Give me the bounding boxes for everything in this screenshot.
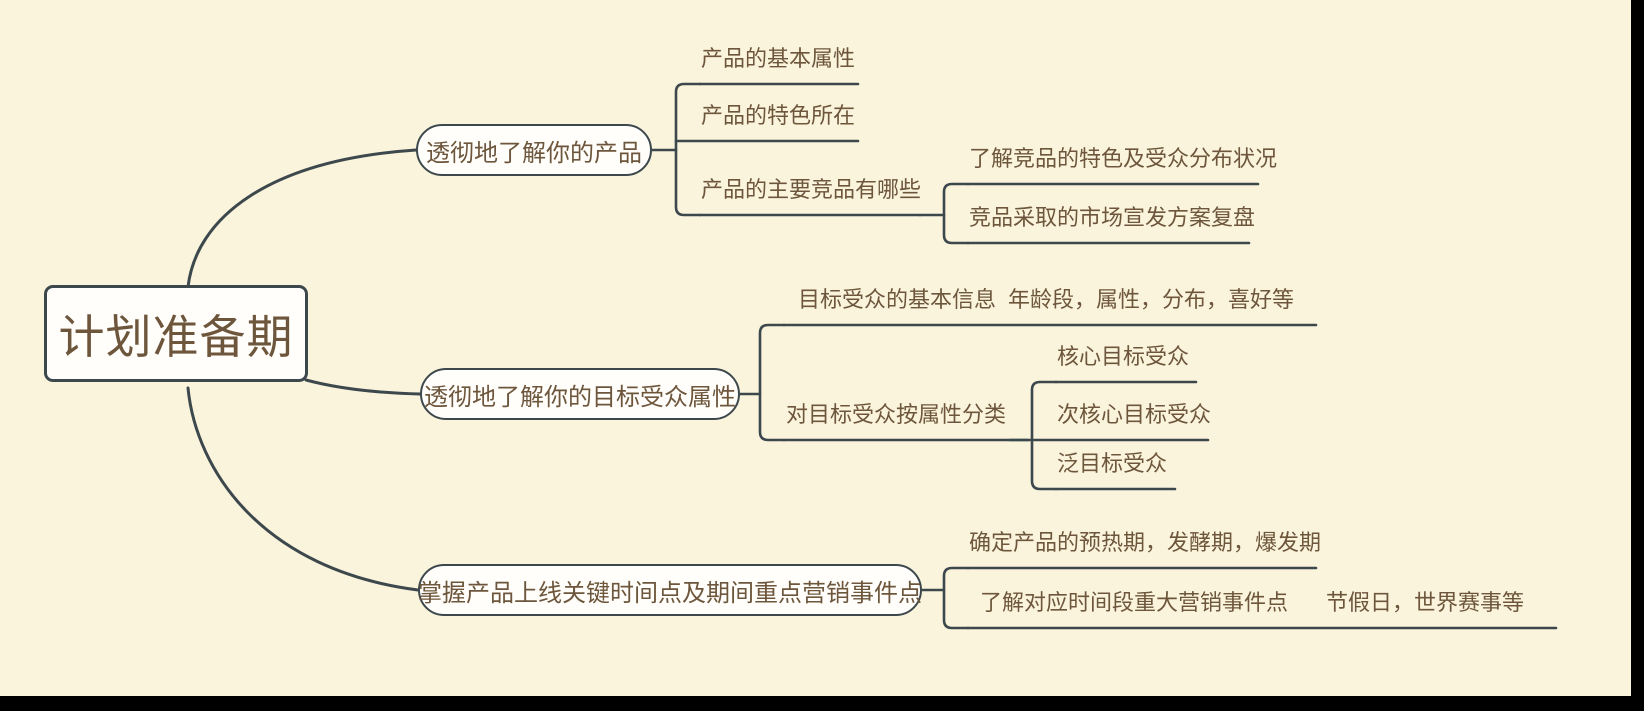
leaf-b3c1[interactable]: 确定产品的预热期，发酵期，爆发期 — [969, 532, 1321, 554]
leaf-b1c2[interactable]: 产品的特色所在 — [701, 105, 855, 127]
branch-node-3[interactable]: 掌握产品上线关键时间点及期间重点营销事件点 — [418, 564, 922, 616]
leaf-b1c3[interactable]: 产品的主要竞品有哪些 — [701, 179, 921, 201]
leaf-b2c1-label: 目标受众的基本信息 — [798, 287, 997, 312]
leaf-b3c2[interactable]: 了解对应时间段重大营销事件点 — [980, 592, 1288, 614]
root-node[interactable]: 计划准备期 — [44, 285, 308, 382]
leaf-b2c2[interactable]: 对目标受众按属性分类 — [786, 404, 1006, 426]
leaf-b1c3g2-label: 竞品采取的市场宣发方案复盘 — [969, 205, 1256, 230]
leaf-b3c1-label: 确定产品的预热期，发酵期，爆发期 — [969, 530, 1322, 555]
leaf-b2c1g1-label: 年龄段，属性，分布，喜好等 — [1008, 287, 1295, 312]
leaf-b2c2-label: 对目标受众按属性分类 — [786, 402, 1007, 427]
leaf-b2c2g2[interactable]: 次核心目标受众 — [1057, 404, 1211, 426]
branch-node-2-label: 透彻地了解你的目标受众属性 — [424, 383, 736, 411]
branch-node-1-label: 透彻地了解你的产品 — [426, 139, 642, 167]
leaf-b2c2g3[interactable]: 泛目标受众 — [1057, 453, 1167, 475]
branch-node-1[interactable]: 透彻地了解你的产品 — [416, 124, 652, 176]
leaf-b1c3g1[interactable]: 了解竞品的特色及受众分布状况 — [969, 148, 1277, 170]
leaf-b3c2g1-label: 节假日，世界赛事等 — [1326, 590, 1525, 615]
leaf-b1c2-label: 产品的特色所在 — [701, 103, 856, 128]
branch-node-3-label: 掌握产品上线关键时间点及期间重点营销事件点 — [418, 579, 922, 607]
leaf-b1c3g2[interactable]: 竞品采取的市场宣发方案复盘 — [969, 207, 1255, 229]
leaf-b3c2g1[interactable]: 节假日，世界赛事等 — [1326, 592, 1524, 614]
leaf-b2c2g3-label: 泛目标受众 — [1057, 451, 1168, 476]
bracket-b2c2 — [1030, 380, 1058, 491]
mindmap-board[interactable]: 计划准备期 透彻地了解你的产品 透彻地了解你的目标受众属性 掌握产品上线关键时间… — [0, 0, 1631, 696]
edge-root-to-branch-2 — [304, 378, 422, 396]
leaf-b1c3-label: 产品的主要竞品有哪些 — [701, 177, 922, 202]
bracket-b3 — [942, 566, 970, 630]
bracket-b1 — [674, 82, 702, 217]
bracket-b2 — [758, 323, 786, 442]
bracket-b1c3 — [942, 182, 970, 245]
branch-node-2[interactable]: 透彻地了解你的目标受众属性 — [420, 368, 740, 420]
leaf-b3c2-label: 了解对应时间段重大营销事件点 — [980, 590, 1289, 615]
leaf-b1c3g1-label: 了解竞品的特色及受众分布状况 — [969, 146, 1278, 171]
leaf-b2c1g1[interactable]: 年龄段，属性，分布，喜好等 — [1008, 289, 1294, 311]
leaf-b2c2g1[interactable]: 核心目标受众 — [1057, 346, 1189, 368]
leaf-b2c2g2-label: 次核心目标受众 — [1057, 402, 1212, 427]
leaf-b2c1[interactable]: 目标受众的基本信息 — [798, 289, 996, 311]
leaf-b1c1-label: 产品的基本属性 — [701, 46, 856, 71]
leaf-b1c1[interactable]: 产品的基本属性 — [701, 48, 855, 70]
edge-root-to-branch-3 — [186, 386, 420, 592]
leaf-b2c2g1-label: 核心目标受众 — [1057, 344, 1190, 369]
root-node-label: 计划准备期 — [58, 310, 294, 363]
edge-root-to-branch-1 — [186, 148, 418, 289]
